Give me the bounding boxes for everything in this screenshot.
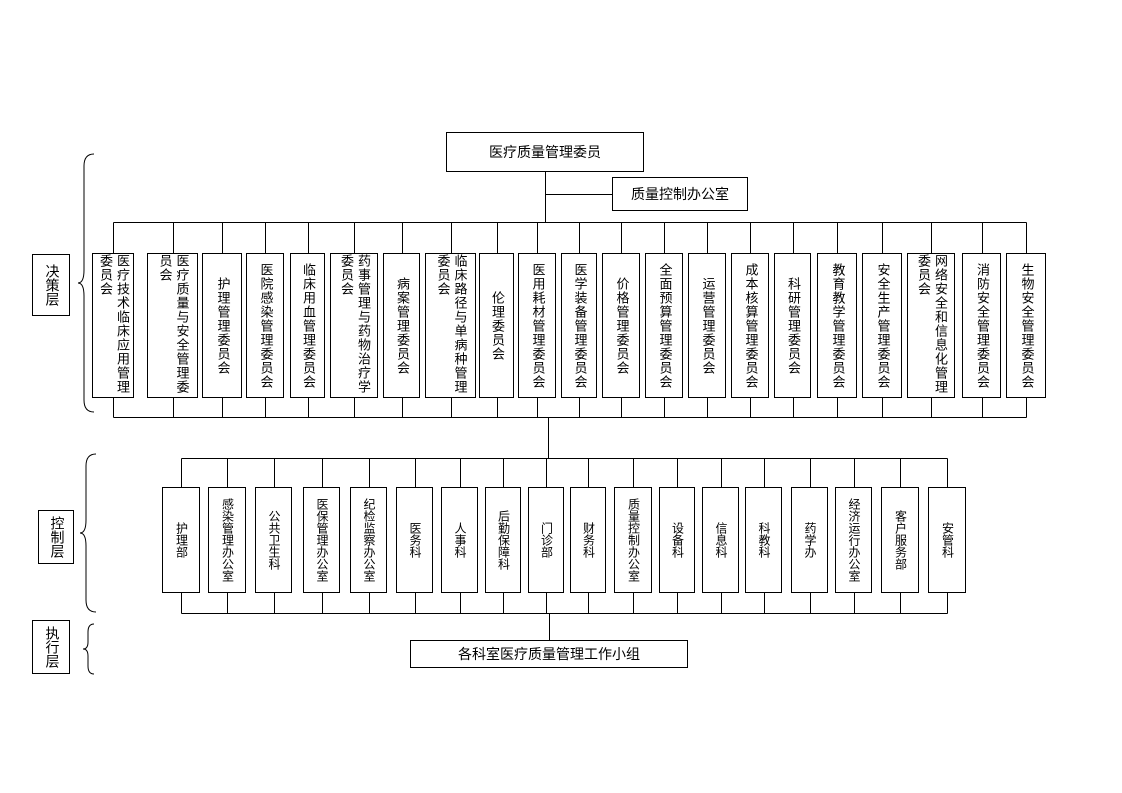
committee-label: 医疗技术临床应用管理委员会 — [97, 254, 129, 394]
committee-label: 网络安全和信息化管理委员会 — [915, 254, 947, 394]
quality-committee-title: 医疗质量管理委员 — [489, 145, 601, 161]
work-group-box: 各科室医疗质量管理工作小组 — [410, 640, 688, 668]
committee-label: 运营管理委员会 — [699, 276, 715, 375]
department-box: 医务科 — [396, 487, 433, 593]
committee-label: 临床用血管理委员会 — [300, 262, 315, 389]
committee-label: 医用耗材管理委员会 — [529, 262, 545, 389]
committee-box: 护理管理委员会 — [202, 253, 242, 398]
department-label: 公共卫生科 — [267, 510, 281, 570]
committee-box: 病案管理委员会 — [383, 253, 420, 398]
department-label: 医保管理办公室 — [315, 498, 329, 582]
department-box: 科教科 — [745, 487, 782, 593]
committee-label: 教育教学管理委员会 — [829, 262, 845, 389]
committee-box: 伦理委员会 — [479, 253, 514, 398]
work-group-label: 各科室医疗质量管理工作小组 — [458, 647, 640, 663]
committee-box: 全面预算管理委员会 — [645, 253, 683, 398]
department-box: 护理部 — [162, 487, 200, 593]
department-box: 后勤保障科 — [485, 487, 521, 593]
department-box: 医保管理办公室 — [303, 487, 340, 593]
level-label-decision-text: 决策层 — [43, 264, 60, 306]
department-box: 药学办 — [791, 487, 828, 593]
department-label: 质量控制办公室 — [626, 498, 641, 582]
committee-box: 安全生产管理委员会 — [862, 253, 902, 398]
committee-label: 药事管理与药物治疗学委员会 — [338, 254, 370, 394]
committee-label: 医院感染管理委员会 — [257, 262, 273, 389]
committee-label: 成本核算管理委员会 — [742, 262, 758, 389]
department-label: 感染管理办公室 — [220, 498, 235, 582]
department-label: 门诊部 — [539, 522, 554, 558]
department-label: 安管科 — [940, 522, 955, 558]
brace-decision — [77, 153, 95, 413]
committee-box: 科研管理委员会 — [774, 253, 811, 398]
quality-control-office-box: 质量控制办公室 — [612, 177, 748, 211]
level-label-execution: 执行层 — [32, 620, 70, 674]
level-label-execution-text: 执行层 — [43, 626, 60, 668]
committee-box: 医用耗材管理委员会 — [518, 253, 556, 398]
department-label: 护理部 — [174, 522, 189, 558]
department-label: 客户服务部 — [893, 510, 908, 570]
department-box: 感染管理办公室 — [208, 487, 246, 593]
department-box: 经济运行办公室 — [835, 487, 872, 593]
level-label-control-text: 控制层 — [48, 516, 65, 558]
committee-box: 消防安全管理委员会 — [962, 253, 1001, 398]
committee-label: 全面预算管理委员会 — [656, 262, 672, 389]
quality-control-office-label: 质量控制办公室 — [631, 187, 729, 203]
brace-execution — [82, 623, 95, 675]
department-box: 设备科 — [659, 487, 695, 593]
committee-label: 价格管理委员会 — [613, 276, 629, 375]
committee-box: 医疗技术临床应用管理委员会 — [92, 253, 134, 398]
department-label: 药学办 — [803, 522, 817, 558]
committee-label: 安全生产管理委员会 — [874, 262, 890, 389]
committee-label: 生物安全管理委员会 — [1018, 262, 1034, 389]
committee-label: 临床路径与单病种管理委员会 — [434, 254, 467, 394]
committee-box: 医学装备管理委员会 — [561, 253, 597, 398]
committee-label: 伦理委员会 — [489, 290, 504, 361]
department-label: 信息科 — [714, 522, 728, 558]
department-box: 客户服务部 — [881, 487, 919, 593]
committee-box: 成本核算管理委员会 — [731, 253, 769, 398]
committee-box: 网络安全和信息化管理委员会 — [907, 253, 955, 398]
committee-label: 护理管理委员会 — [214, 276, 230, 375]
department-box: 人事科 — [441, 487, 478, 593]
committee-box: 运营管理委员会 — [688, 253, 726, 398]
committee-box: 教育教学管理委员会 — [817, 253, 857, 398]
committee-box: 医疗质量与安全管理委员会 — [147, 253, 198, 398]
committee-box: 生物安全管理委员会 — [1006, 253, 1046, 398]
committee-label: 病案管理委员会 — [394, 276, 409, 375]
department-box: 公共卫生科 — [255, 487, 292, 593]
department-label: 后勤保障科 — [496, 510, 511, 570]
department-label: 设备科 — [670, 522, 685, 558]
committee-box: 医院感染管理委员会 — [246, 253, 284, 398]
committee-box: 价格管理委员会 — [602, 253, 640, 398]
department-box: 信息科 — [702, 487, 739, 593]
quality-committee-box: 医疗质量管理委员 — [446, 132, 644, 172]
level-label-control: 控制层 — [38, 510, 74, 564]
department-box: 纪检监察办公室 — [350, 487, 387, 593]
committee-box: 临床用血管理委员会 — [290, 253, 325, 398]
department-label: 医务科 — [408, 522, 422, 558]
committee-box: 临床路径与单病种管理委员会 — [425, 253, 476, 398]
committee-box: 药事管理与药物治疗学委员会 — [330, 253, 378, 398]
department-label: 科教科 — [757, 522, 771, 558]
level-label-decision: 决策层 — [32, 254, 70, 316]
committee-label: 医疗质量与安全管理委员会 — [156, 254, 189, 394]
committee-label: 医学装备管理委员会 — [571, 262, 587, 389]
department-box: 质量控制办公室 — [614, 487, 652, 593]
committee-label: 科研管理委员会 — [785, 276, 800, 375]
department-label: 纪检监察办公室 — [362, 498, 376, 582]
committee-label: 消防安全管理委员会 — [974, 262, 989, 389]
department-box: 门诊部 — [528, 487, 564, 593]
department-box: 财务科 — [570, 487, 606, 593]
department-label: 财务科 — [581, 522, 596, 558]
department-label: 经济运行办公室 — [847, 498, 861, 582]
department-box: 安管科 — [928, 487, 966, 593]
department-label: 人事科 — [453, 522, 467, 558]
brace-control — [79, 453, 97, 613]
